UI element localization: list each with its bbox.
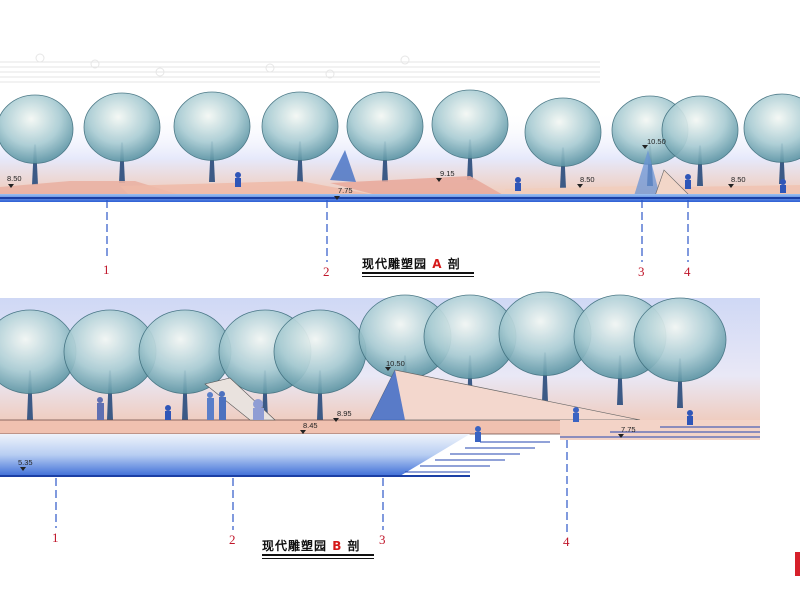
section-a-title-text: 现代雕塑园 xyxy=(362,257,428,271)
tree-illustration xyxy=(63,309,157,420)
tree-illustration xyxy=(633,297,727,408)
section-marker: 1 xyxy=(52,530,59,545)
tree-illustration xyxy=(83,92,161,183)
section-b-sculpture-group xyxy=(97,377,693,442)
section-a-letter: A xyxy=(432,257,443,271)
section-a-title-underline xyxy=(362,272,474,274)
music-staff-watermark xyxy=(0,53,600,83)
section-a-ground xyxy=(330,176,505,196)
elevation-label: 10.50 xyxy=(386,359,405,368)
section-marker-lines xyxy=(55,200,689,532)
elevation-label: 7.75 xyxy=(338,186,353,195)
tree-illustration xyxy=(138,309,232,420)
elevation-label: 9.15 xyxy=(440,169,455,178)
section-marker: 3 xyxy=(638,264,645,279)
tree-illustration xyxy=(0,94,74,185)
section-a-ground xyxy=(505,186,640,196)
section-a-ground xyxy=(120,181,380,196)
elevation-label: 7.75 xyxy=(621,425,636,434)
section-b-title-text: 现代雕塑园 xyxy=(262,539,328,553)
section-b-title-underline-thin xyxy=(262,558,374,559)
elevation-label: 10.50 xyxy=(647,137,666,146)
section-marker: 4 xyxy=(563,534,570,549)
elevation-label: 8.45 xyxy=(303,421,318,430)
elevation-label: 8.95 xyxy=(337,409,352,418)
tree-illustration xyxy=(431,89,509,180)
section-a-title-underline-thin xyxy=(362,276,474,277)
section-b-letter: B xyxy=(332,539,343,553)
tree-illustration xyxy=(661,95,739,186)
section-b-steps xyxy=(405,426,760,473)
edge-tab-marker xyxy=(795,552,800,576)
section-b-ramp xyxy=(560,420,760,440)
section-a-sculpture xyxy=(634,150,660,196)
tree-illustration xyxy=(743,93,800,184)
section-b-title-underline xyxy=(262,554,374,556)
section-b-pyramid-face xyxy=(370,370,405,420)
section-b-trees xyxy=(0,291,727,420)
tree-illustration xyxy=(261,91,339,182)
section-a-sculpture xyxy=(330,150,356,182)
section-b-pool xyxy=(0,434,470,476)
section-a-figures xyxy=(235,172,786,193)
section-marker: 2 xyxy=(229,532,236,547)
section-a-ground xyxy=(680,185,800,196)
section-b-title: 现代雕塑园 B 剖 xyxy=(262,537,361,554)
section-marker: 1 xyxy=(103,262,110,277)
elevation-label: 8.50 xyxy=(7,174,22,183)
section-b-platform xyxy=(0,420,560,434)
section-a-trees xyxy=(0,89,800,188)
elevation-label: 5.35 xyxy=(18,458,33,467)
section-a-suffix: 剖 xyxy=(447,257,461,271)
elevation-ticks xyxy=(8,145,734,471)
section-marker: 4 xyxy=(684,264,691,279)
tree-illustration xyxy=(273,309,367,420)
section-b-suffix: 剖 xyxy=(347,539,361,553)
elevation-label: 8.50 xyxy=(731,175,746,184)
section-marker: 2 xyxy=(323,264,330,279)
section-b-elevation xyxy=(0,291,760,477)
elevation-label: 8.50 xyxy=(580,175,595,184)
section-a-elevation xyxy=(0,89,800,202)
section-marker: 3 xyxy=(379,532,386,547)
tree-illustration xyxy=(346,91,424,182)
section-a-title: 现代雕塑园 A 剖 xyxy=(362,255,461,272)
tree-illustration xyxy=(524,97,602,188)
tree-illustration xyxy=(0,309,77,420)
tree-illustration xyxy=(173,91,251,182)
